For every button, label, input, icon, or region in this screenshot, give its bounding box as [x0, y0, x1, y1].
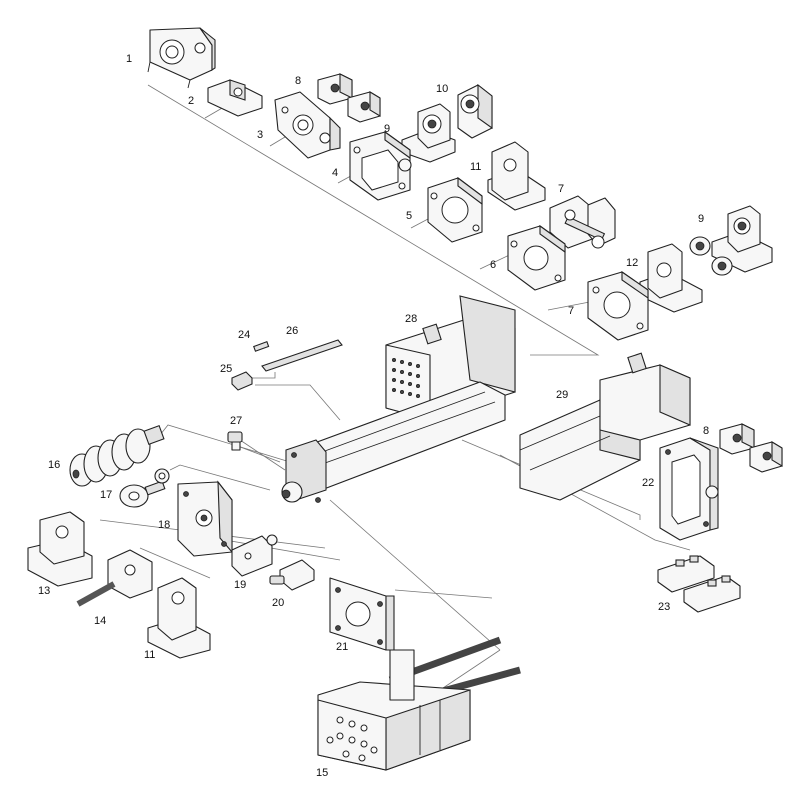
callout-labels: 1 2 8 10 3 9 11 4 7 5 9 6 12 7 24 26 28 …: [38, 53, 709, 779]
callout-9-top: 9: [384, 123, 390, 135]
callout-2: 2: [188, 95, 194, 107]
callout-10: 10: [436, 83, 448, 95]
callout-21: 21: [336, 641, 348, 653]
callout-4: 4: [332, 167, 338, 179]
callout-17: 17: [100, 489, 112, 501]
callout-27: 27: [230, 415, 242, 427]
part-11-trunnion-a: [487, 141, 546, 211]
callout-11-bottom: 11: [144, 649, 155, 661]
part-8-slot-nut-blocks-right: [719, 423, 783, 473]
callout-18: 18: [158, 519, 170, 531]
part-4-square-flange: [349, 130, 412, 201]
part-6-flange-plate: [507, 224, 566, 291]
part-14-threaded-clevis: [76, 549, 153, 607]
part-27-screw: [227, 431, 243, 451]
part-10-rod-eye-bracket: [457, 83, 493, 139]
callout-15: 15: [316, 767, 328, 779]
callout-6: 6: [490, 259, 496, 271]
part-25-slot-nut: [231, 371, 253, 391]
part-22-clamp-frame: [659, 437, 719, 541]
part-1-flange-bracket: [147, 27, 216, 89]
callout-16: 16: [48, 459, 60, 471]
callout-12: 12: [626, 257, 638, 269]
part-17-rod-eye: [119, 468, 170, 508]
part-23-slot-nut-pair: [657, 555, 741, 613]
part-7-flange-b: [587, 270, 649, 341]
part-2-clevis-foot: [207, 79, 263, 117]
callout-23: 23: [658, 601, 670, 613]
part-5-round-flange: [427, 176, 483, 243]
part-24-key-pin: [253, 341, 270, 352]
part-19-rod-clevis: [231, 534, 278, 577]
part-3-pivot-flange: [274, 91, 341, 159]
part-29-motor-parallel: [519, 352, 691, 501]
part-26-profile-strip: [261, 339, 343, 372]
part-18-mounting-plate: [177, 480, 233, 557]
callout-14: 14: [94, 615, 106, 627]
callout-11-top: 11: [470, 161, 481, 173]
part-7-clevis-pin-a: [549, 195, 616, 249]
part-16-bellows: [69, 424, 165, 487]
callout-20: 20: [272, 597, 284, 609]
callout-7-top: 7: [558, 183, 564, 195]
callout-25: 25: [220, 363, 232, 375]
part-9-swivel-bracket-b: [689, 205, 773, 276]
part-9-swivel-bracket-a: [401, 103, 456, 163]
part-15-guide-unit: [317, 636, 521, 771]
part-11-trunnion-b: [147, 577, 211, 659]
actuator-cylinder-body: [281, 381, 506, 503]
callout-26: 26: [286, 325, 298, 337]
callout-22: 22: [642, 477, 654, 489]
callout-29: 29: [556, 389, 568, 401]
callout-8-top: 8: [295, 75, 301, 87]
callout-7-lower: 7: [568, 305, 574, 317]
part-21-adapter-plate: [329, 577, 395, 651]
callout-13: 13: [38, 585, 50, 597]
part-13-clevis-foot: [27, 511, 93, 587]
callout-5: 5: [406, 210, 412, 222]
callout-24: 24: [238, 329, 250, 341]
callout-8-right: 8: [703, 425, 709, 437]
callout-1: 1: [126, 53, 132, 65]
motor-vent-dots: [391, 357, 420, 398]
part-12-rod-clevis-mount: [639, 243, 703, 313]
part-20-coupling: [269, 559, 315, 591]
callout-28: 28: [405, 313, 417, 325]
callout-3: 3: [257, 129, 263, 141]
callout-19: 19: [234, 579, 246, 591]
callout-9-right: 9: [698, 213, 704, 225]
part-8-slot-nut-blocks: [317, 73, 381, 123]
